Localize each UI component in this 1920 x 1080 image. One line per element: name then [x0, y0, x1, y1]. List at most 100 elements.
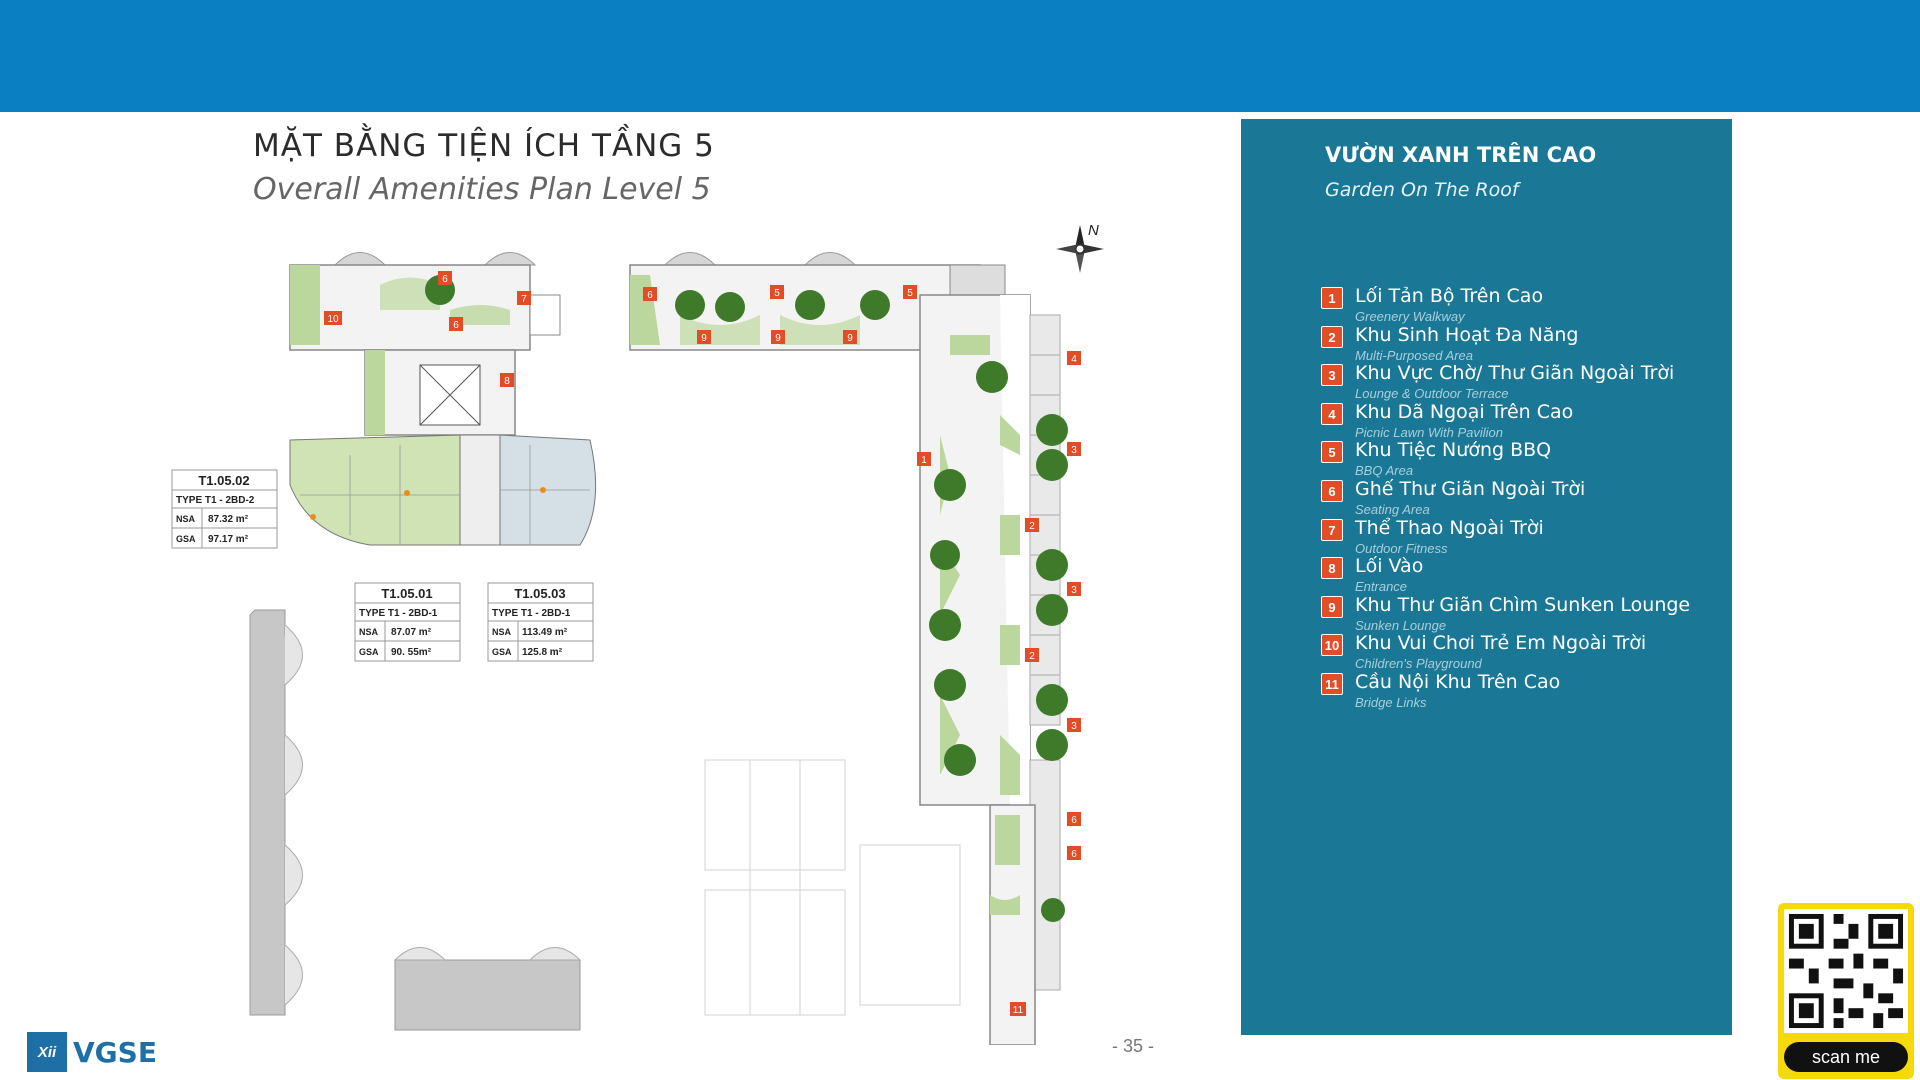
compass-icon: [1056, 225, 1104, 273]
marker-label: 3: [1071, 585, 1077, 596]
vgse-logo: Xii VGSE: [27, 1032, 157, 1072]
marker-label: 5: [774, 288, 780, 299]
marker-label: 9: [701, 333, 707, 344]
gsa-label: GSA: [176, 534, 196, 544]
legend-number: 5: [1321, 441, 1343, 464]
legend-label-vn: Khu Thư Giãn Chìm Sunken Lounge: [1355, 593, 1691, 616]
marker-label: 10: [327, 314, 339, 325]
legend-number: 10: [1321, 634, 1343, 657]
marker-label: 9: [775, 333, 781, 344]
marker-label: 6: [442, 274, 448, 285]
unit-table-t1-05-03: T1.05.03 TYPE T1 - 2BD-1 NSA 113.49 m² G…: [487, 582, 594, 662]
legend-label-vn: Lối Vào: [1355, 555, 1424, 578]
legend-label-vn: Lối Tản Bộ Trên Cao: [1355, 285, 1544, 307]
nsa-label: NSA: [359, 627, 379, 637]
legend-label-vn: Khu Dã Ngoại Trên Cao: [1355, 400, 1574, 423]
nsa-value: 87.32 m²: [208, 514, 249, 525]
marker-label: 7: [521, 294, 527, 305]
compass-label: N: [1088, 222, 1099, 239]
top-banner: [0, 0, 1920, 112]
marker-label: 3: [1071, 445, 1077, 456]
marker-label: 8: [504, 376, 510, 387]
legend-label-en: Children's Playground: [1355, 656, 1482, 672]
logo-text: VGSE: [73, 1035, 157, 1069]
legend-number: 11: [1321, 672, 1343, 695]
legend-label-vn: Ghế Thư Giãn Ngoài Trời: [1355, 477, 1586, 500]
floor-plan: N: [171, 222, 1104, 1045]
legend-label-vn: Khu Tiệc Nướng BBQ: [1355, 439, 1552, 462]
page-title-block: MẶT BẰNG TIỆN ÍCH TẦNG 5 Overall Ameniti…: [253, 128, 715, 207]
page-number: - 35 -: [1112, 1036, 1155, 1056]
panel-title: VƯỜN XANH TRÊN CAO: [1325, 143, 1597, 167]
legend-label-en: Picnic Lawn With Pavilion: [1355, 424, 1504, 440]
legend-label-en: Multi-Purposed Area: [1355, 347, 1474, 363]
legend-number: 7: [1321, 518, 1343, 541]
legend-label-en: Outdoor Fitness: [1355, 540, 1448, 556]
legend-label-vn: Thể Thao Ngoài Trời: [1355, 516, 1544, 539]
marker-label: 5: [907, 288, 913, 299]
marker-label: 2: [1029, 651, 1035, 662]
legend-label-vn: Cầu Nội Khu Trên Cao: [1355, 670, 1561, 693]
legend-number: 9: [1321, 595, 1343, 618]
marker-label: 11: [1013, 1005, 1024, 1016]
gsa-value: 90. 55m²: [391, 647, 432, 658]
legend-label-vn: Khu Vui Chơi Trẻ Em Ngoài Trời: [1355, 632, 1647, 655]
marker-label: 4: [1071, 354, 1077, 365]
nsa-value: 113.49 m²: [522, 627, 568, 638]
legend-number: 2: [1321, 325, 1343, 348]
gsa-label: GSA: [492, 647, 512, 657]
legend-label-vn: Khu Sinh Hoạt Đa Năng: [1355, 323, 1579, 346]
marker-label: 6: [647, 290, 653, 301]
marker-label: 3: [1071, 721, 1077, 732]
unit-code: T1.05.03: [514, 586, 565, 601]
legend-number: 6: [1321, 479, 1343, 502]
legend-number: 4: [1321, 402, 1343, 425]
logo-mark: Xii: [27, 1032, 67, 1072]
gsa-value: 97.17 m²: [208, 534, 249, 545]
qr-code-widget[interactable]: scan me: [1778, 903, 1914, 1079]
page-title: MẶT BẰNG TIỆN ÍCH TẦNG 5: [253, 128, 715, 164]
unit-code: T1.05.02: [198, 473, 249, 488]
marker-label: 6: [1071, 815, 1077, 826]
scan-me-label: scan me: [1784, 1042, 1908, 1072]
nsa-value: 87.07 m²: [391, 627, 432, 638]
unit-type: TYPE T1 - 2BD-1: [492, 608, 571, 619]
gsa-value: 125.8 m²: [522, 647, 563, 658]
legend-label-en: Sunken Lounge: [1355, 617, 1447, 633]
unit-table-t1-05-02: T1.05.02 TYPE T1 - 2BD-2 NSA 87.32 m² GS…: [171, 469, 278, 549]
legend-label-en: Lounge & Outdoor Terrace: [1355, 386, 1509, 402]
unit-code: T1.05.01: [381, 586, 432, 601]
marker-label: 6: [1071, 849, 1077, 860]
unit-type: TYPE T1 - 2BD-2: [176, 495, 255, 506]
panel-subtitle: Garden On The Roof: [1325, 179, 1519, 201]
legend-label-en: Bridge Links: [1355, 694, 1427, 710]
marker-label: 2: [1029, 521, 1035, 532]
nsa-label: NSA: [176, 514, 196, 524]
unit-table-t1-05-01: T1.05.01 TYPE T1 - 2BD-1 NSA 87.07 m² GS…: [354, 582, 461, 662]
unit-type: TYPE T1 - 2BD-1: [359, 608, 438, 619]
gsa-label: GSA: [359, 647, 379, 657]
marker-label: 1: [921, 455, 927, 466]
legend-number: 3: [1321, 364, 1343, 387]
page-subtitle: Overall Amenities Plan Level 5: [253, 172, 711, 207]
nsa-label: NSA: [492, 627, 512, 637]
legend-label-en: Greenery Walkway: [1355, 309, 1465, 324]
marker-label: 6: [453, 320, 459, 331]
legend-label-vn: Khu Vực Chờ/ Thư Giãn Ngoài Trời: [1355, 362, 1675, 385]
marker-label: 9: [847, 333, 853, 344]
legend-label-en: Seating Area: [1355, 501, 1430, 517]
legend-label-en: BBQ Area: [1355, 463, 1414, 479]
